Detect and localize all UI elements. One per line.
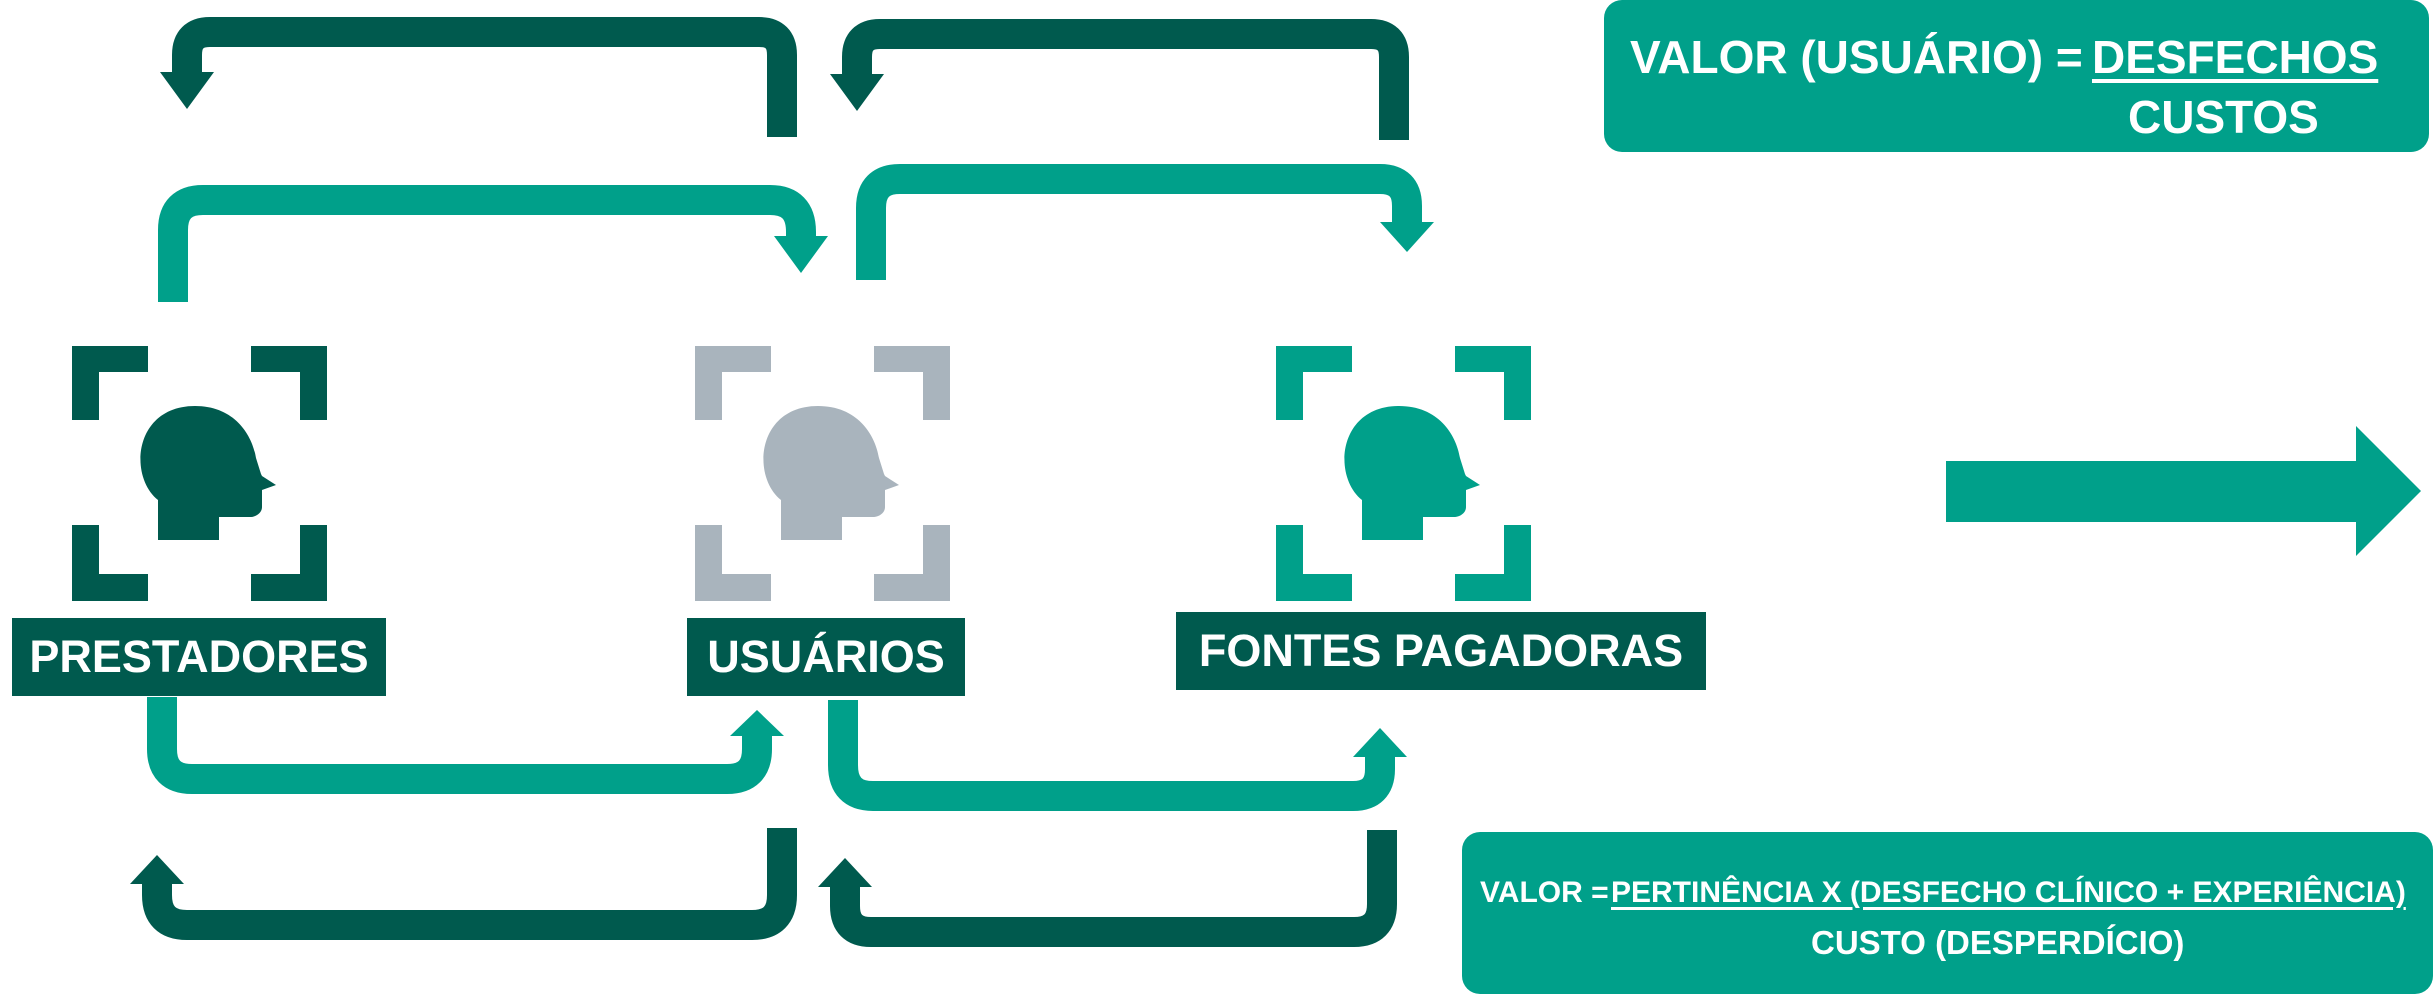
actor-usuarios <box>687 346 965 696</box>
formula-denominator: CUSTOS <box>2128 91 2319 143</box>
arrow-prestadores-to-usuarios-lower <box>147 697 784 794</box>
formula-box-valor: VALOR = PERTINÊNCIA X (DESFECHO CLÍNICO … <box>1462 832 2433 994</box>
formula-lhs: VALOR (USUÁRIO) = <box>1630 31 2083 83</box>
arrow-prestadores-to-usuarios-upper <box>158 185 828 302</box>
arrow-usuarios-to-prestadores-bottom <box>130 828 797 940</box>
arrow-fontes-to-usuarios-top <box>830 19 1409 140</box>
arrow-usuarios-to-prestadores-top <box>160 17 797 137</box>
actor-label-fontes-pagadoras: FONTES PAGADORAS <box>1198 625 1684 676</box>
focus-frame-icon <box>695 346 950 601</box>
formula-denominator: CUSTO (DESPERDÍCIO) <box>1811 924 2185 961</box>
person-head-icon <box>763 406 899 540</box>
person-head-icon <box>140 406 276 540</box>
arrow-usuarios-to-fontes-lower <box>828 700 1407 811</box>
focus-frame-icon <box>1276 346 1531 601</box>
formula-numerator: PERTINÊNCIA X (DESFECHO CLÍNICO + EXPERI… <box>1611 876 2406 909</box>
formula-lhs: VALOR = <box>1480 876 1609 909</box>
focus-frame-icon <box>72 346 327 601</box>
actor-label-prestadores: PRESTADORES <box>29 631 369 682</box>
label-bg-fontes <box>1176 612 1706 690</box>
arrow-fontes-to-usuarios-bottom <box>818 830 1397 947</box>
actor-prestadores <box>12 346 386 696</box>
right-arrow-icon <box>1946 426 2421 556</box>
formula-box-usuario: VALOR (USUÁRIO) = DESFECHOS CUSTOS <box>1604 0 2429 152</box>
formula-numerator: DESFECHOS <box>2092 31 2379 83</box>
actor-label-usuarios: USUÁRIOS <box>707 631 945 682</box>
person-head-icon <box>1344 406 1480 540</box>
label-bg-usuarios <box>687 618 965 696</box>
actor-fontes-pagadoras <box>1176 346 1706 690</box>
arrow-usuarios-to-fontes-upper <box>856 164 1434 280</box>
label-bg-prestadores <box>12 618 386 696</box>
